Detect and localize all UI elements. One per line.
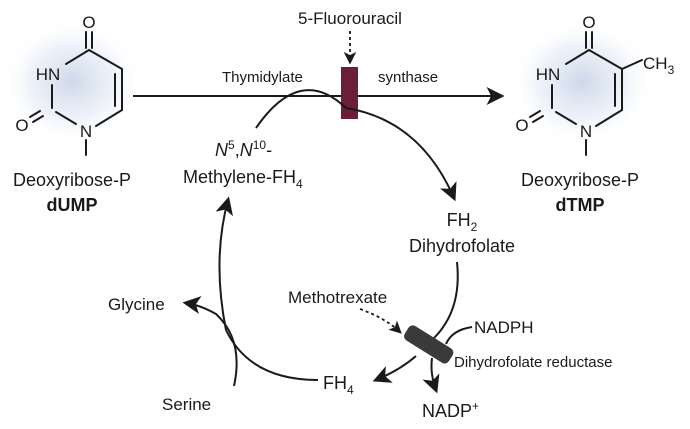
dtmp-carbonyl-left-bond bbox=[529, 110, 541, 118]
nadph-label: NADPH bbox=[474, 318, 534, 337]
dump-carbonyl-left-bond bbox=[29, 110, 41, 118]
dtmp-atom-o-top: O bbox=[582, 13, 595, 32]
fh4-text: FH bbox=[323, 373, 347, 393]
fh2-label: FH2 bbox=[447, 210, 478, 234]
dtmp-methyl-subscript: 3 bbox=[668, 63, 675, 77]
dtmp-name: dTMP bbox=[556, 195, 605, 215]
fh4-to-methylene-arrow bbox=[215, 196, 319, 381]
methylene-n5-sup: 5 bbox=[228, 138, 235, 152]
methylene-n10-sup: 10 bbox=[253, 138, 267, 152]
nadp-text: NADP bbox=[422, 401, 472, 421]
dump-atom-n: N bbox=[80, 122, 92, 141]
methylene-dash: - bbox=[266, 140, 272, 160]
reductase-label: Dihydrofolate reductase bbox=[454, 354, 612, 371]
dump-name: dUMP bbox=[47, 195, 98, 215]
methotrexate-label: Methotrexate bbox=[288, 288, 387, 307]
dump-atom-o-left: O bbox=[15, 116, 28, 135]
fh4-label: FH4 bbox=[323, 373, 354, 397]
dihydrofolate-reductase-bar bbox=[404, 325, 454, 364]
methylene-n10: N bbox=[240, 140, 254, 160]
fh4-sub: 4 bbox=[347, 383, 354, 397]
nadph-line bbox=[445, 326, 473, 345]
serine-label: Serine bbox=[162, 395, 211, 414]
fh2-text: FH bbox=[447, 210, 471, 230]
dtmp-methyl-group: CH3 bbox=[643, 54, 675, 77]
dtmp-sugar-label: Deoxyribose-P bbox=[521, 170, 639, 190]
dtmp-carbonyl-left-bond2 bbox=[532, 115, 544, 123]
methylene-fh-text: Methylene-FH bbox=[183, 167, 296, 187]
dtmp-ring-bond bbox=[595, 109, 623, 127]
dump-atom-hn: HN bbox=[36, 65, 61, 84]
methylene-fh-sub: 4 bbox=[296, 177, 303, 191]
methylene-to-fh2-arrow bbox=[255, 89, 457, 202]
dtmp-ring-bond bbox=[555, 111, 577, 125]
nadp-label: NADP+ bbox=[422, 399, 479, 421]
dump-ring-bond bbox=[55, 111, 77, 125]
glycine-label: Glycine bbox=[108, 295, 165, 314]
dump-atom-o-top: O bbox=[82, 13, 95, 32]
dtmp-structure bbox=[529, 31, 643, 156]
dtmp-ring-bond bbox=[565, 49, 590, 65]
methotrexate-inhibition-arrow bbox=[359, 308, 402, 334]
dump-structure bbox=[29, 31, 123, 156]
dihydrofolate-label: Dihydrofolate bbox=[409, 236, 515, 256]
serine-to-glycine-arrow bbox=[182, 296, 238, 387]
fh2-to-reductase-line bbox=[433, 261, 459, 339]
methylene-comma: , bbox=[235, 140, 240, 160]
thymidylate-synthase-bar bbox=[341, 67, 358, 119]
dtmp-methyl-bond bbox=[621, 59, 643, 70]
enzyme-label-left: Thymidylate bbox=[222, 69, 303, 86]
dtmp-atom-hn: HN bbox=[536, 65, 561, 84]
dtmp-methyl-text: CH bbox=[643, 54, 668, 73]
nadp-sup: + bbox=[472, 399, 479, 413]
dump-ring-bond bbox=[95, 109, 123, 127]
methylene-line2: Methylene-FH4 bbox=[183, 167, 303, 191]
dump-ring-bond bbox=[88, 49, 123, 70]
enzyme-label-right: synthase bbox=[378, 69, 438, 86]
dump-carbonyl-left-bond2 bbox=[32, 115, 44, 123]
methylene-line1: N5,N10- bbox=[215, 138, 272, 160]
fluorouracil-label: 5-Fluorouracil bbox=[298, 9, 402, 28]
dtmp-atom-o-left: O bbox=[515, 116, 528, 135]
dump-sugar-label: Deoxyribose-P bbox=[13, 170, 131, 190]
methylene-n5: N bbox=[215, 140, 229, 160]
reductase-to-nadp-arrow bbox=[422, 357, 440, 394]
fh2-sub: 2 bbox=[471, 220, 478, 234]
dtmp-atom-n: N bbox=[580, 122, 592, 141]
dtmp-ring-bond bbox=[588, 49, 623, 70]
dump-ring-bond bbox=[65, 49, 90, 65]
reductase-to-fh4-arrow bbox=[372, 355, 417, 383]
